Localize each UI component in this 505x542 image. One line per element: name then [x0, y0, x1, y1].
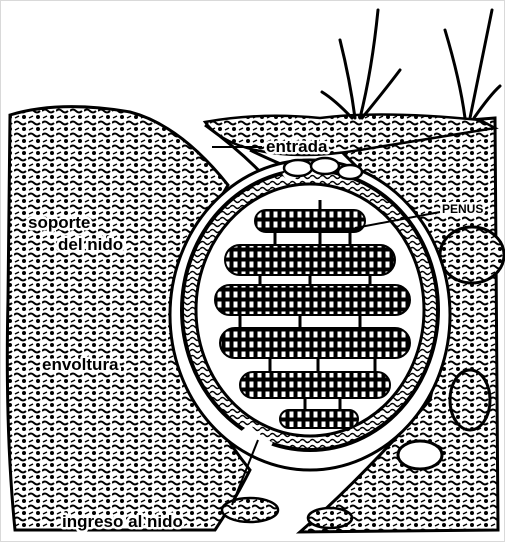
comb-layer — [280, 410, 358, 428]
rock — [308, 508, 352, 528]
comb-layer — [240, 372, 390, 398]
comb-layer — [220, 328, 410, 358]
rock — [450, 370, 490, 430]
comb-layer — [255, 210, 365, 232]
rock — [222, 498, 278, 522]
label-rotulo: PENUS — [442, 202, 483, 216]
comb-layer — [215, 285, 410, 315]
label-ingreso: ingreso al nido — [62, 512, 183, 531]
label-soporte-line2: del nido — [58, 235, 123, 254]
label-soporte-line1: soporte — [28, 213, 90, 232]
rock — [440, 227, 504, 283]
label-entrada: entrada — [266, 137, 328, 156]
grass-sprout-icon — [322, 10, 500, 118]
label-envoltura: envoltura — [42, 355, 119, 374]
rock — [398, 441, 442, 469]
comb-layer — [225, 245, 395, 275]
